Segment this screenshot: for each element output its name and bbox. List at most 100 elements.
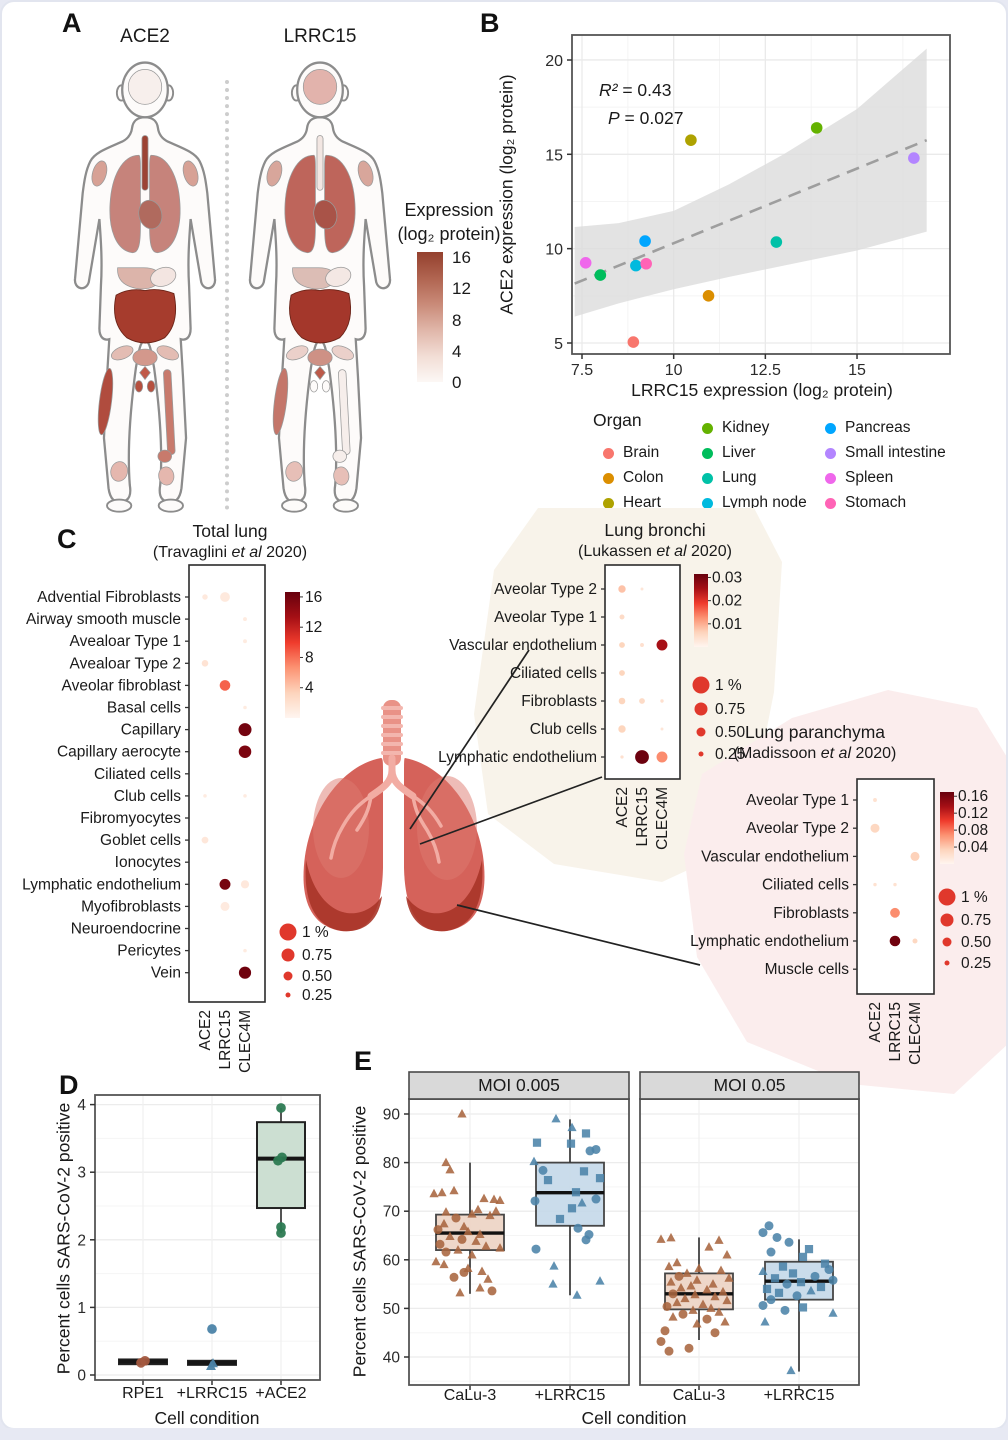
svg-text:ACE2: ACE2 (197, 1010, 214, 1051)
body-divider-line (225, 80, 229, 510)
svg-text:16: 16 (305, 589, 322, 606)
jitter-points (656, 1232, 734, 1356)
connector-lines (409, 649, 701, 966)
svg-text:20: 20 (545, 53, 563, 70)
svg-text:0.50: 0.50 (302, 968, 333, 985)
svg-text:LRRC15: LRRC15 (634, 787, 651, 846)
svg-text:12: 12 (305, 619, 322, 636)
boxplot-e-x-title: Cell condition (581, 1408, 687, 1428)
dots (870, 798, 920, 947)
svg-text:60: 60 (383, 1252, 401, 1269)
panel-e-label: E (354, 1046, 373, 1076)
svg-text:0.75: 0.75 (302, 947, 332, 964)
point-brain (627, 336, 640, 348)
svg-text:Club cells: Club cells (530, 721, 597, 738)
svg-text:15: 15 (848, 362, 866, 379)
jitter-points (758, 1221, 838, 1375)
svg-text:Goblet cells: Goblet cells (100, 832, 181, 849)
background-blobs (474, 508, 1006, 1094)
panel-c-label: C (57, 524, 77, 554)
svg-text:70: 70 (383, 1204, 401, 1221)
lungs-illustration (303, 700, 485, 932)
expression-colorbar-title: Expression (404, 200, 494, 220)
legend-dot (825, 422, 836, 434)
svg-text:1: 1 (77, 1300, 86, 1317)
legend-dot (825, 472, 836, 484)
legend-dot (825, 497, 836, 509)
point-heart (685, 134, 697, 146)
svg-text:3: 3 (77, 1165, 86, 1182)
svg-text:Capillary: Capillary (121, 722, 182, 739)
svg-text:Lymphatic endothelium: Lymphatic endothelium (22, 876, 181, 893)
point-stomach (640, 257, 652, 270)
scatter-points (579, 122, 920, 348)
svg-text:Aveolar Type 1: Aveolar Type 1 (494, 609, 597, 626)
svg-text:CaLu-3: CaLu-3 (444, 1387, 497, 1404)
legend-dot (702, 447, 713, 459)
svg-text:Vascular endothelium: Vascular endothelium (701, 848, 849, 865)
svg-text:Myofibroblasts: Myofibroblasts (81, 898, 181, 915)
panel-a-right-body-title: LRRC15 (283, 26, 357, 47)
point-liver (594, 269, 607, 281)
box-calu-3 (429, 1109, 505, 1297)
box-rpe1 (118, 1355, 168, 1368)
legend-dot (825, 447, 836, 459)
legend-item-heart: Heart (603, 494, 661, 512)
point-kidney (810, 122, 823, 134)
svg-text:4: 4 (305, 680, 314, 697)
colorbar-tick-0: 0 (452, 373, 462, 392)
svg-text:0.25: 0.25 (302, 987, 332, 1004)
panel-a-left-body-title: ACE2 (120, 26, 170, 47)
svg-text:CLEC4M: CLEC4M (237, 1010, 254, 1073)
svg-text:0.08: 0.08 (958, 822, 988, 839)
svg-text:ACE2: ACE2 (614, 787, 631, 828)
point-spleen (579, 257, 592, 269)
svg-text:0.75: 0.75 (715, 701, 745, 718)
svg-text:1 %: 1 % (715, 677, 742, 694)
svg-text:LRRC15: LRRC15 (217, 1010, 234, 1069)
colorbar-tick-8: 8 (452, 310, 462, 330)
svg-text:Lymphatic endothelium: Lymphatic endothelium (438, 749, 597, 766)
svg-text:Aveolar Type 2: Aveolar Type 2 (746, 820, 849, 837)
svg-text:12.5: 12.5 (750, 362, 781, 379)
panel-d-label: D (59, 1070, 79, 1100)
svg-text:RPE1: RPE1 (122, 1385, 164, 1402)
legend-dot (603, 472, 614, 484)
scatter-y-axis-title: ACE2 expression (log₂ protein) (496, 74, 517, 315)
anatomogram-ace2 (73, 61, 217, 513)
dotplot-lung_paranchyma: Aveolar Type 1 Aveolar Type 2 Vascular end… (690, 778, 992, 1065)
total-lung-citation: (Travaglini et al 2020) (152, 544, 308, 561)
svg-text:Capillary aerocyte: Capillary aerocyte (57, 744, 181, 761)
svg-text:7.5: 7.5 (571, 362, 593, 379)
lung-bronchi-citation: (Lukassen et al 2020) (578, 543, 732, 560)
boxplot-e-y-title: Percent cells SARS-CoV-2 positive (349, 1105, 370, 1378)
colorbar-tick-16: 16 (452, 248, 471, 268)
svg-text:0.04: 0.04 (958, 839, 989, 856)
svg-text:Avealoar Type 1: Avealoar Type 1 (70, 633, 181, 650)
legend-dot (702, 497, 713, 509)
r-squared-annotation: R² = 0.43 (599, 80, 672, 100)
svg-text:2: 2 (77, 1232, 86, 1249)
svg-text:80: 80 (383, 1155, 401, 1172)
point-colon (702, 290, 715, 302)
svg-text:Aveolar Type 1: Aveolar Type 1 (746, 792, 849, 809)
lung-paranchyma-citation: (Madissoon et al 2020) (733, 745, 897, 762)
point-pancreas (639, 235, 651, 247)
svg-text:0.03: 0.03 (712, 569, 742, 586)
legend-dot (603, 497, 614, 509)
legend-item-liver: Liver (702, 444, 756, 462)
svg-text:5: 5 (554, 336, 563, 353)
svg-text:Ionocytes: Ionocytes (115, 854, 182, 871)
svg-text:+ACE2: +ACE2 (255, 1385, 306, 1402)
svg-text:1 %: 1 % (961, 889, 988, 906)
svg-text:10: 10 (545, 242, 563, 259)
dots (201, 592, 252, 979)
svg-text:Basal cells: Basal cells (107, 700, 181, 717)
svg-text:+LRRC15: +LRRC15 (177, 1385, 248, 1402)
box-plus-lrrc15 (187, 1324, 237, 1370)
expression-colorbar (417, 252, 443, 382)
